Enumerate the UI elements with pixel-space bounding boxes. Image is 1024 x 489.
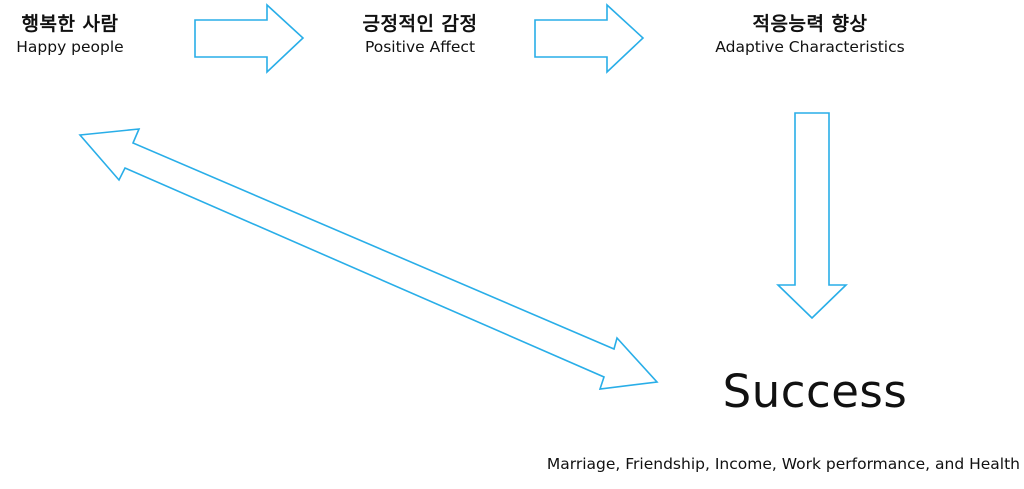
- node-happy-people: 행복한 사람 Happy people: [0, 13, 140, 56]
- node-happy-korean-label: 행복한 사람: [21, 13, 119, 35]
- arrow-happy-success-bidirectional: [78, 128, 659, 390]
- node-adaptive-english-label: Adaptive Characteristics: [715, 37, 905, 56]
- arrow-adaptive-to-success: [776, 112, 848, 320]
- node-positive-affect: 긍정적인 감정 Positive Affect: [330, 13, 510, 56]
- node-adaptive-korean-label: 적응능력 향상: [752, 13, 868, 35]
- arrow-happy-to-positive: [194, 3, 305, 74]
- node-positive-english-label: Positive Affect: [364, 37, 476, 56]
- node-adaptive-characteristics: 적응능력 향상 Adaptive Characteristics: [690, 13, 930, 56]
- node-happy-english-label: Happy people: [16, 37, 124, 56]
- success-subtitle: Marriage, Friendship, Income, Work perfo…: [546, 455, 1020, 473]
- success-title: Success: [722, 365, 908, 418]
- arrow-positive-to-adaptive: [534, 3, 645, 74]
- node-positive-korean-label: 긍정적인 감정: [362, 13, 478, 35]
